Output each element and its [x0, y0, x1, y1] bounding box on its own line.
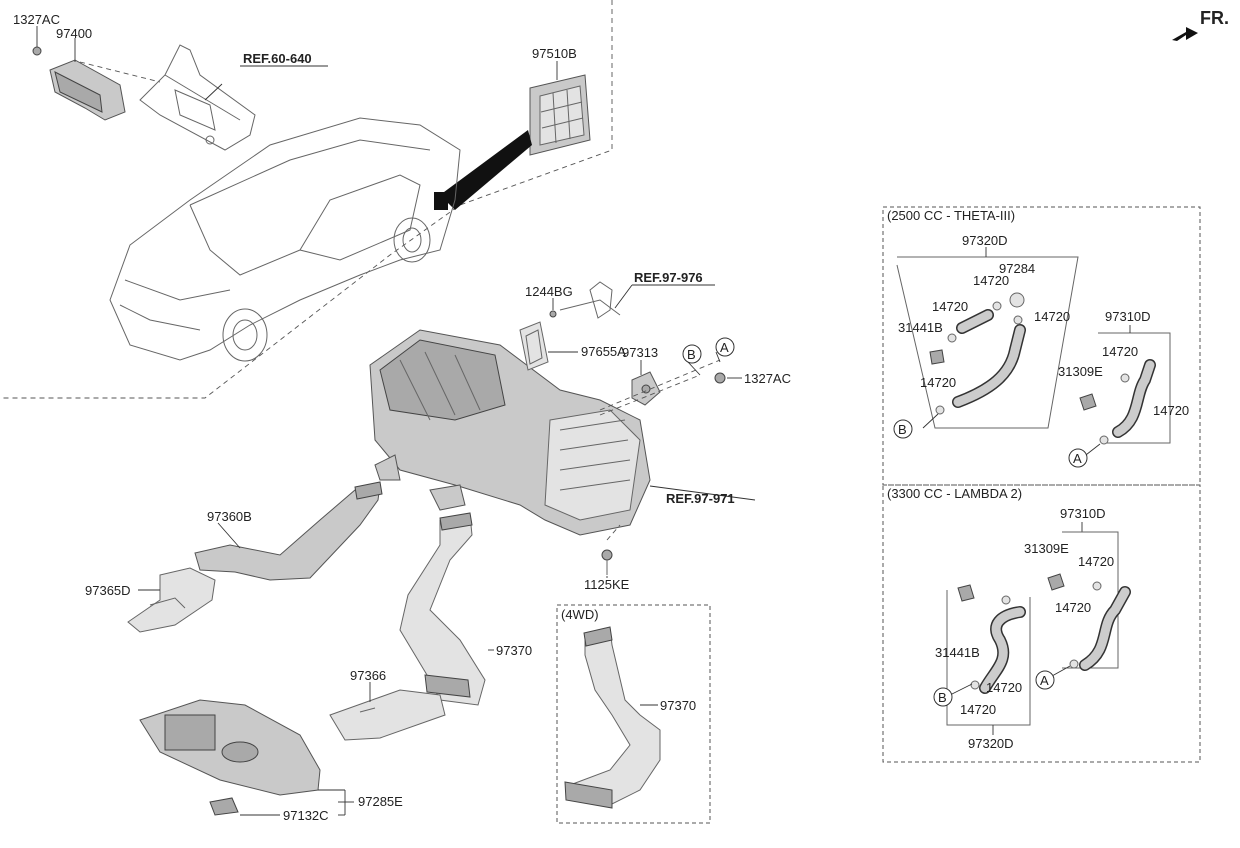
box-lambda-2	[882, 484, 1201, 763]
part-1327AC-mid-nut	[714, 372, 726, 384]
lambda-hose-97310D-drawing	[1047, 573, 1131, 671]
label-97365D: 97365D	[85, 583, 131, 598]
theta-marker-b	[893, 419, 913, 439]
orientation-label: FR.	[1200, 8, 1229, 28]
lambda-97320D-bracket	[946, 590, 1031, 726]
label-ref-97-976: REF.97-976	[634, 270, 703, 285]
label-ref-60-640: REF.60-640	[243, 51, 312, 66]
theta-label-14720-b: 14720	[932, 299, 968, 314]
lambda-marker-b	[933, 687, 953, 707]
box-theta-iii	[882, 206, 1201, 486]
part-97370-4wd-drawing	[564, 626, 661, 809]
label-1327AC-top: 1327AC	[13, 12, 60, 27]
lambda-label-14720-d: 14720	[960, 702, 996, 717]
lambda-hose-97320D-drawing	[957, 584, 1026, 694]
part-97313-drawing	[631, 371, 661, 406]
part-1244BG-bolt	[549, 310, 557, 318]
label-97285E: 97285E	[358, 794, 403, 809]
theta-marker-b-label: B	[898, 422, 907, 437]
lambda-marker-a-label: A	[1040, 673, 1049, 688]
part-1125KE-drawing	[601, 549, 613, 575]
box-4wd	[556, 604, 711, 824]
label-1244BG: 1244BG	[525, 284, 573, 299]
theta-marker-a-label: A	[1073, 451, 1082, 466]
cowl-panel-drawing	[139, 44, 256, 151]
lambda-label-14720-c: 14720	[986, 680, 1022, 695]
theta-hose-97320D-drawing	[929, 292, 1026, 415]
theta-hose-bracket	[896, 256, 1079, 429]
theta-label-14720-e: 14720	[1102, 344, 1138, 359]
label-ref-97-971: REF.97-971	[666, 491, 735, 506]
lambda-label-31441B: 31441B	[935, 645, 980, 660]
theta-97310D-bracket	[1098, 332, 1171, 444]
part-97360B-drawing	[194, 481, 383, 581]
label-97400: 97400	[56, 26, 92, 41]
lambda-label-31309E: 31309E	[1024, 541, 1069, 556]
marker-b-main	[682, 344, 702, 364]
label-4wd-title: (4WD)	[561, 607, 599, 622]
vehicle-view-boundary	[0, 0, 613, 399]
part-97400-drawing	[49, 59, 126, 121]
part-97365D-drawing	[127, 567, 216, 633]
marker-a-main	[715, 337, 735, 357]
theta-label-97284: 97284	[999, 261, 1035, 276]
label-97360B: 97360B	[207, 509, 252, 524]
theta-label-97320D: 97320D	[962, 233, 1008, 248]
label-97132C: 97132C	[283, 808, 329, 823]
lambda-label-14720-a: 14720	[1078, 554, 1114, 569]
part-97132C-drawing	[209, 797, 239, 816]
label-97313: 97313	[622, 345, 658, 360]
pointer-arrow-shape	[440, 130, 532, 210]
theta-title: (2500 CC - THETA-III)	[887, 208, 1015, 223]
theta-label-14720-d: 14720	[920, 375, 956, 390]
theta-marker-a	[1068, 448, 1088, 468]
part-97655A-drawing	[519, 321, 549, 371]
part-97366-drawing	[329, 689, 446, 741]
lambda-label-97320D: 97320D	[968, 736, 1014, 751]
part-97285E-drawing	[139, 699, 321, 796]
marker-a-main-label: A	[720, 340, 729, 355]
lambda-marker-b-label: B	[938, 690, 947, 705]
marker-b-main-label: B	[687, 347, 696, 362]
part-97510B-drawing	[529, 74, 591, 156]
label-97370: 97370	[496, 643, 532, 658]
lambda-marker-a	[1035, 670, 1055, 690]
theta-label-14720-f: 14720	[1153, 403, 1189, 418]
theta-label-31309E: 31309E	[1058, 364, 1103, 379]
lambda-label-14720-b: 14720	[1055, 600, 1091, 615]
lambda-label-97310D: 97310D	[1060, 506, 1106, 521]
hvac-unit-drawing	[369, 281, 651, 536]
part-1327AC-nut	[32, 46, 42, 56]
theta-label-97310D: 97310D	[1105, 309, 1151, 324]
label-97366: 97366	[350, 668, 386, 683]
theta-hose-97310D-drawing	[1079, 359, 1156, 445]
theta-label-14720-a: 14720	[973, 273, 1009, 288]
theta-label-14720-c: 14720	[1034, 309, 1070, 324]
label-97510B: 97510B	[532, 46, 577, 61]
theta-label-31441B: 31441B	[898, 320, 943, 335]
part-97370-drawing	[399, 512, 486, 706]
lambda-title: (3300 CC - LAMBDA 2)	[887, 486, 1022, 501]
front-arrow-icon	[1172, 27, 1198, 41]
label-1327AC-mid: 1327AC	[744, 371, 791, 386]
label-97655A: 97655A	[581, 344, 626, 359]
label-1125KE: 1125KE	[584, 577, 630, 592]
vehicle-outline-drawing	[109, 117, 461, 362]
label-97370-4wd: 97370	[660, 698, 696, 713]
